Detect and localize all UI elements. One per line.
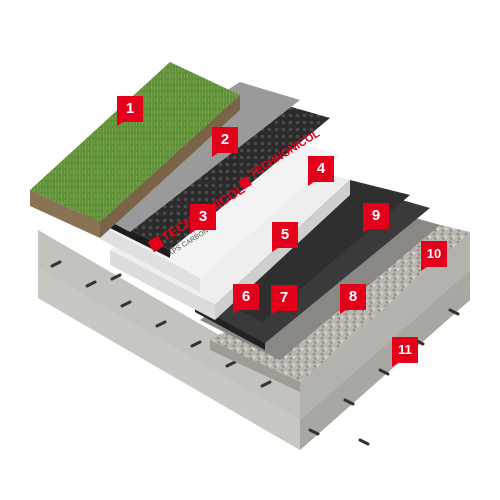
grass-soil-layer: [30, 62, 240, 238]
layer-number: 10: [426, 246, 442, 261]
layer-number: 7: [279, 289, 289, 306]
layer-number: 8: [348, 288, 358, 305]
layer-number: 4: [316, 160, 326, 177]
layer-number: 6: [241, 288, 251, 305]
layer-marker-7: 7: [271, 285, 297, 315]
layer-number: 2: [220, 131, 230, 148]
layer-number: 11: [398, 342, 412, 357]
layer-marker-6: 6: [233, 284, 259, 314]
layer-marker-10: 10: [421, 241, 447, 271]
layer-marker-3: 3: [190, 204, 216, 234]
layer-marker-8: 8: [340, 284, 366, 314]
concrete-slab-layer: [38, 230, 470, 450]
layer-marker-5: 5: [272, 222, 298, 252]
layer-number: 9: [371, 207, 381, 224]
layer-marker-4: 4: [308, 156, 334, 186]
layer-marker-9: 9: [363, 203, 389, 233]
technonicol-logo-icon: [147, 176, 252, 253]
layer-marker-11: 11: [392, 337, 418, 367]
layer-number: 5: [280, 226, 290, 243]
layer-marker-2: 2: [212, 127, 238, 157]
layer-number: 3: [198, 208, 208, 225]
layer-number: 1: [125, 100, 135, 117]
layer-marker-1: 1: [117, 96, 143, 126]
